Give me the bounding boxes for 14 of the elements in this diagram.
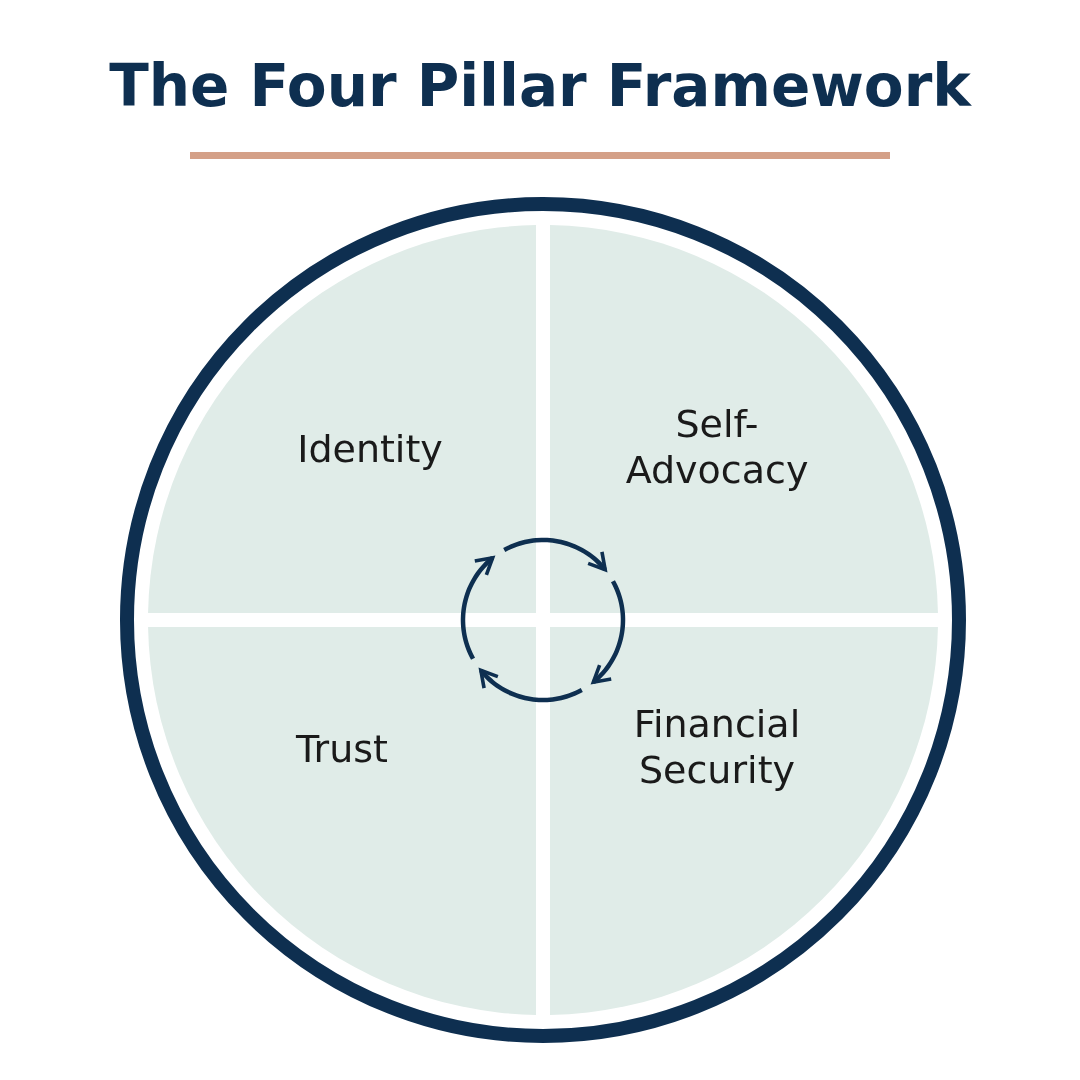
quadrant: [148, 225, 536, 613]
cycle-arrow: [460, 556, 495, 660]
outer-circle: [120, 197, 966, 1043]
pillar-label: Identity: [296, 427, 444, 473]
title: The Four Pillar Framework: [108, 52, 973, 122]
quadrant: [550, 627, 938, 1015]
quadrant: [550, 225, 938, 613]
cycle-arrow: [479, 668, 583, 703]
pillar-label: Trust: [295, 727, 389, 773]
quadrant: [148, 627, 536, 1015]
pillar-label: Financial Security: [632, 702, 802, 794]
cycle-arrow: [503, 537, 607, 572]
pillar-label: Self-Advocacy: [624, 402, 810, 494]
cycle-arrow: [591, 580, 626, 684]
